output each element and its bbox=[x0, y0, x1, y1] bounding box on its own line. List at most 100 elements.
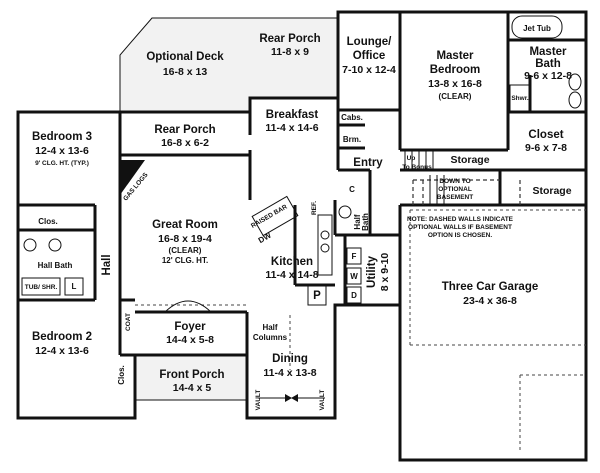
master-bedroom-name-2: Bedroom bbox=[430, 64, 480, 76]
p-label: P bbox=[313, 290, 321, 302]
bedroom3-dim: 12-4 x 13-6 bbox=[35, 145, 89, 157]
breakfast-name: Breakfast bbox=[266, 109, 319, 121]
front-porch-dim: 14-4 x 5 bbox=[173, 382, 212, 394]
half-bath-name-1: Half bbox=[353, 214, 362, 229]
optional-deck-name: Optional Deck bbox=[146, 51, 224, 63]
front-porch-name: Front Porch bbox=[159, 369, 224, 381]
rear-porch-top-area bbox=[250, 18, 338, 98]
shwr-label: Shwr. bbox=[511, 95, 529, 102]
master-bedroom-name-1: Master bbox=[436, 50, 474, 62]
shower bbox=[509, 84, 531, 113]
left-wing-wall bbox=[16, 110, 137, 420]
down-to-1: DOWN TO bbox=[439, 178, 470, 185]
kitchen-dim: 11-4 x 14-8 bbox=[265, 269, 318, 281]
foyer-dim: 14-4 x 5-8 bbox=[166, 334, 214, 346]
utility-dim: 8 x 9-10 bbox=[379, 253, 391, 292]
porch-areas bbox=[120, 18, 338, 400]
freezer bbox=[346, 247, 362, 265]
coat-label: COAT bbox=[125, 313, 132, 331]
lounge-name-2: Office bbox=[353, 50, 386, 62]
f-label: F bbox=[352, 252, 357, 261]
linen bbox=[64, 277, 84, 296]
master-bath-dim: 9-6 x 12-8 bbox=[524, 70, 572, 82]
bedroom3-note: 9' CLG. HT. (TYP.) bbox=[35, 160, 89, 167]
dw-label: DW bbox=[257, 230, 273, 245]
deck-outline bbox=[119, 17, 250, 112]
fireplace bbox=[120, 160, 145, 195]
note-1: NOTE: DASHED WALLS INDICATE bbox=[407, 216, 514, 223]
kitchen-name: Kitchen bbox=[271, 256, 313, 268]
great-room-name: Great Room bbox=[152, 219, 218, 231]
rear-porch-name: Rear Porch bbox=[154, 124, 215, 136]
closet-dim: 9-6 x 7-8 bbox=[525, 142, 567, 154]
entry-label: Entry bbox=[353, 157, 383, 169]
fixtures bbox=[21, 15, 582, 402]
note-2: OPTIONAL WALLS IF BASEMENT bbox=[408, 224, 512, 231]
l-label: L bbox=[72, 282, 77, 291]
great-room-dim: 16-8 x 19-4 bbox=[158, 233, 212, 245]
note-3: OPTION IS CHOSEN. bbox=[428, 232, 492, 239]
sink bbox=[338, 205, 352, 219]
foyer-arch bbox=[164, 300, 212, 313]
optional-dashed-walls bbox=[135, 179, 586, 450]
half-columns-1: Half bbox=[262, 323, 277, 332]
storage1-label: Storage bbox=[450, 154, 489, 166]
storage2-label: Storage bbox=[532, 185, 571, 197]
stairs bbox=[400, 150, 445, 205]
master-wall bbox=[398, 10, 510, 112]
bedroom2-dim: 12-4 x 13-6 bbox=[35, 345, 89, 357]
jet-tub-label: Jet Tub bbox=[523, 24, 551, 33]
hall-label: Hall bbox=[101, 254, 113, 275]
raised-bar-label: RAISED BAR bbox=[250, 203, 289, 229]
rear-porch-dim: 16-8 x 6-2 bbox=[161, 137, 209, 149]
master-bedroom-note: (CLEAR) bbox=[439, 92, 472, 101]
tub-shr-label: TUB/ SHR. bbox=[25, 284, 58, 291]
half-bath-name-2: Bath bbox=[361, 213, 370, 231]
d-label: D bbox=[351, 291, 357, 300]
sink bbox=[48, 238, 62, 252]
brm-label: Brm. bbox=[343, 135, 361, 144]
pantry bbox=[307, 284, 327, 306]
closet-name: Closet bbox=[528, 129, 563, 141]
cabs-label: Cabs. bbox=[341, 113, 363, 122]
bedroom3-name: Bedroom 3 bbox=[32, 131, 92, 143]
vault-right: VAULT bbox=[319, 390, 326, 411]
dryer bbox=[346, 286, 362, 304]
garage-name: Three Car Garage bbox=[442, 281, 539, 293]
master-bath-name-2: Bath bbox=[535, 58, 561, 70]
exterior-walls bbox=[16, 10, 588, 462]
utility-name: Utility bbox=[366, 255, 378, 288]
vault-arrows bbox=[258, 394, 325, 402]
vault-left: VAULT bbox=[255, 390, 262, 411]
raised-bar bbox=[251, 195, 299, 237]
hall-bath-label: Hall Bath bbox=[38, 261, 73, 270]
rear-porch-top-name: Rear Porch bbox=[259, 33, 320, 45]
utility-wall bbox=[333, 303, 400, 312]
master-bedroom-dim: 13-8 x 16-8 bbox=[428, 78, 482, 90]
dining-wall bbox=[245, 312, 337, 420]
dining-name: Dining bbox=[272, 353, 308, 365]
w-label: W bbox=[350, 272, 358, 281]
sink bbox=[23, 238, 37, 252]
garage-wall bbox=[398, 182, 588, 462]
clos1-label: Clos. bbox=[38, 217, 58, 226]
tub-shower bbox=[21, 277, 61, 296]
interior-walls bbox=[18, 12, 586, 357]
dining-dim: 11-4 x 13-8 bbox=[263, 367, 316, 379]
bedroom2-name: Bedroom 2 bbox=[32, 331, 92, 343]
up-bonus-1: Up bbox=[407, 155, 416, 162]
down-to-3: BASEMENT bbox=[437, 194, 474, 201]
garage-dim: 23-4 x 36-8 bbox=[463, 295, 517, 307]
down-to-2: OPTIONAL bbox=[438, 186, 472, 193]
foyer-name: Foyer bbox=[174, 321, 206, 333]
great-room-note: (CLEAR) bbox=[169, 246, 202, 255]
front-porch-area bbox=[135, 355, 247, 400]
breakfast-dim: 11-4 x 14-6 bbox=[265, 122, 318, 134]
master-bath-wall bbox=[508, 10, 588, 182]
half-columns-2: Columns bbox=[253, 333, 288, 342]
lounge-name-1: Lounge/ bbox=[347, 36, 393, 48]
up-bonus-2: To Bonus bbox=[402, 164, 432, 171]
sink bbox=[568, 73, 582, 91]
kitchen-counter bbox=[317, 214, 333, 276]
